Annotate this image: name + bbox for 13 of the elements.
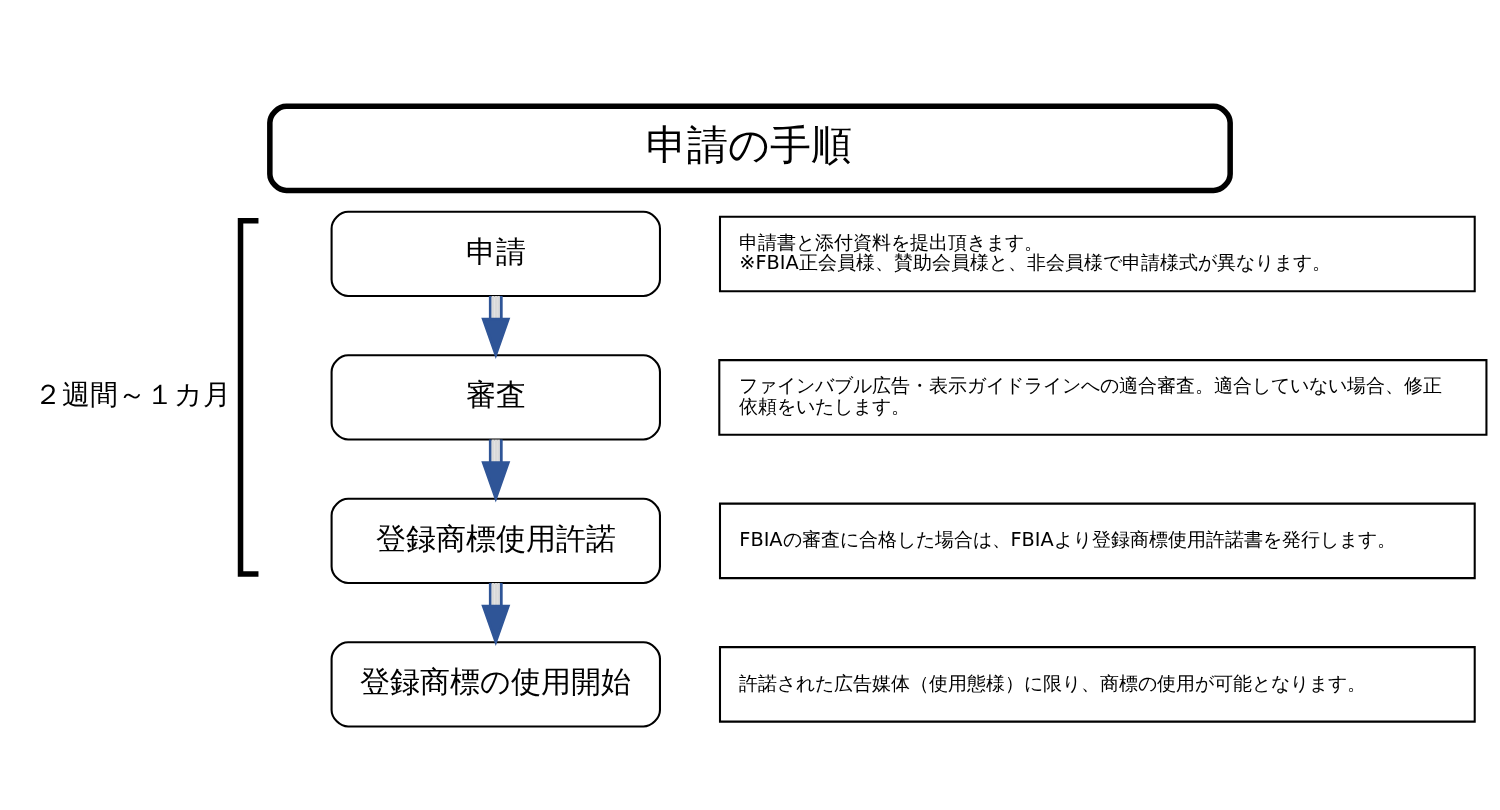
node-box: 登録商標の使用開始 [330,641,661,728]
node-box: ファインバブル広告・表示ガイドラインへの適合審査。適合していない場合、修正依頼をいたします。 [718,359,1488,436]
node-box: FBIAの審査に合格した場合は、FBIAより登録商標使用許諾書を発行します。 [718,502,1476,580]
arrow [481,296,511,360]
node-box: 申請 [330,210,661,298]
label: ２週間～１カ月 [33,378,231,412]
node-box: 許諾された広告媒体（使用態様）に限り、商標の使用が可能となります。 [718,646,1476,723]
arrow [481,583,511,647]
node-box: 申請書と添付資料を提出頂きます。 ※FBIA正会員様、賛助会員様と、非会員様で申請様式が異なります。 [718,215,1476,293]
node-box: 登録商標使用許諾 [330,497,661,585]
node-box: 審査 [330,354,661,441]
diagram-title: 申請の手順 [645,120,852,169]
arrow [481,439,511,503]
